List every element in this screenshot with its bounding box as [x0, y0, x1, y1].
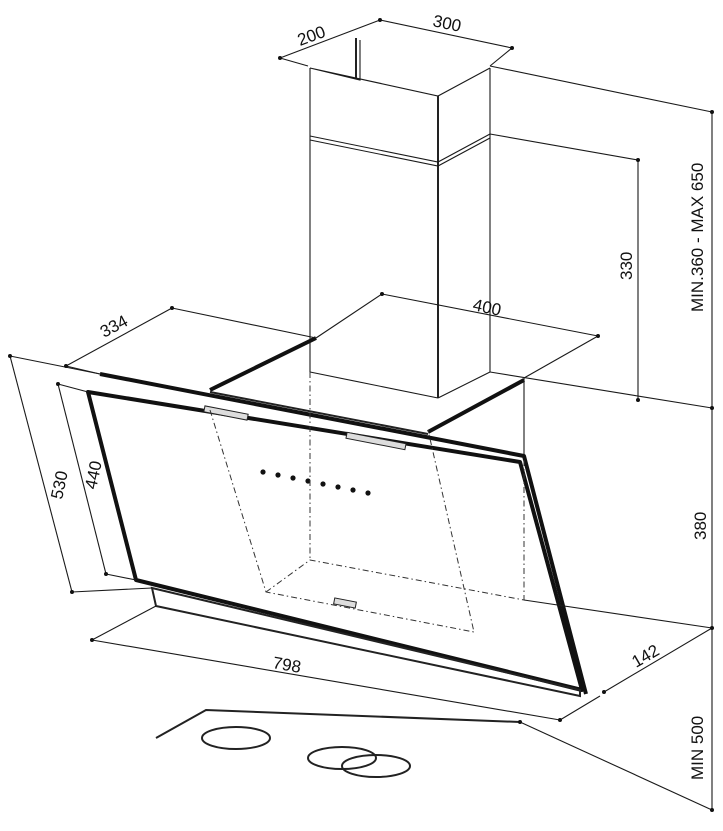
dim-dot	[710, 808, 714, 812]
chimney	[309, 38, 491, 399]
hidden-motor-box	[209, 372, 525, 633]
label-798: 798	[271, 653, 302, 677]
top-plate-front	[209, 391, 429, 435]
label-530: 530	[47, 469, 71, 501]
dim-440-ext2	[105, 573, 137, 581]
filter-handle	[203, 405, 249, 421]
dim-dot	[518, 720, 522, 724]
cooktop	[155, 708, 521, 778]
label-min-500: MIN 500	[688, 716, 707, 780]
burner	[201, 726, 271, 750]
cooktop-edge	[155, 708, 521, 739]
dim-798-line	[91, 639, 561, 721]
control-dot	[335, 484, 341, 490]
dim-dot	[278, 56, 282, 60]
dimension-lines	[8, 18, 714, 812]
top-plate-left	[209, 336, 317, 392]
control-dot	[260, 469, 266, 475]
dim-400-line	[381, 293, 599, 337]
hidden-back	[265, 559, 525, 601]
glass-outer	[86, 390, 584, 692]
dim-300-ext	[489, 47, 513, 67]
label-330: 330	[617, 252, 636, 280]
dim-dot	[510, 46, 514, 50]
dim-min500-ext	[519, 721, 713, 811]
chimney-bottom-front	[309, 371, 439, 399]
dim-dot	[90, 638, 94, 642]
dim-dot	[710, 110, 714, 114]
dim-400-ext	[523, 335, 599, 379]
chimney-joint	[309, 133, 491, 163]
dim-dots	[8, 18, 714, 812]
dim-top-ext	[489, 65, 713, 113]
burner	[341, 754, 411, 778]
glass-top-frame	[99, 372, 588, 695]
dim-dot	[636, 158, 640, 162]
filter-handle	[345, 431, 407, 451]
label-380: 380	[691, 512, 710, 540]
dim-dot	[8, 354, 12, 358]
dim-dot	[56, 382, 60, 386]
chimney-joint-2	[309, 137, 491, 167]
dim-798-ext	[91, 605, 157, 641]
dim-dot	[602, 690, 606, 694]
control-dot	[275, 472, 281, 478]
chimney-top-edge	[309, 40, 491, 97]
glass-panel	[86, 372, 588, 698]
label-min-max: MIN.360 - MAX 650	[688, 163, 707, 312]
dim-dot	[558, 718, 562, 722]
label-440: 440	[81, 459, 105, 491]
control-dot	[320, 481, 326, 487]
label-200: 200	[295, 22, 328, 50]
dim-530-line	[9, 355, 73, 593]
dimension-labels: 200 300 MIN.360 - MAX 650 330 400 334 53…	[47, 11, 710, 780]
chimney-bottom-side	[437, 371, 491, 399]
control-dot	[350, 487, 356, 493]
control-dot	[365, 490, 371, 496]
dim-530-ext	[9, 355, 101, 375]
hood-top-plate	[209, 336, 525, 460]
dim-530-ext2	[71, 587, 153, 593]
dim-200-ext	[279, 57, 309, 67]
dim-dot	[104, 572, 108, 576]
dim-dot	[170, 306, 174, 310]
dim-dot	[70, 590, 74, 594]
label-334: 334	[97, 311, 131, 341]
light-switch	[333, 597, 357, 609]
top-plate-right	[427, 378, 525, 434]
control-dot	[305, 478, 311, 484]
dim-334-line	[65, 307, 173, 367]
dim-dot	[596, 334, 600, 338]
label-400: 400	[471, 295, 503, 319]
dim-400-ext2	[315, 293, 383, 339]
dim-142-line	[603, 627, 713, 693]
dim-dot	[378, 18, 382, 22]
dim-380-ext	[523, 599, 713, 629]
dim-200-line	[279, 19, 381, 59]
dim-334-ext	[171, 307, 317, 339]
dim-mid-ext	[489, 371, 713, 409]
glass-bottom-strip	[150, 586, 581, 698]
dim-330-ext	[489, 133, 639, 161]
dim-dot	[380, 292, 384, 296]
dim-300-line	[379, 19, 513, 49]
dim-dot	[710, 406, 714, 410]
hidden-outline	[209, 409, 475, 633]
dim-dot	[636, 398, 640, 402]
dim-dot	[710, 626, 714, 630]
control-dots	[260, 469, 371, 496]
dim-440-ext	[57, 383, 89, 393]
dim-440-line	[57, 383, 107, 575]
dim-dot	[64, 364, 68, 368]
label-142: 142	[629, 641, 663, 672]
dim-798-ext2	[559, 695, 601, 721]
control-dot	[290, 475, 296, 481]
